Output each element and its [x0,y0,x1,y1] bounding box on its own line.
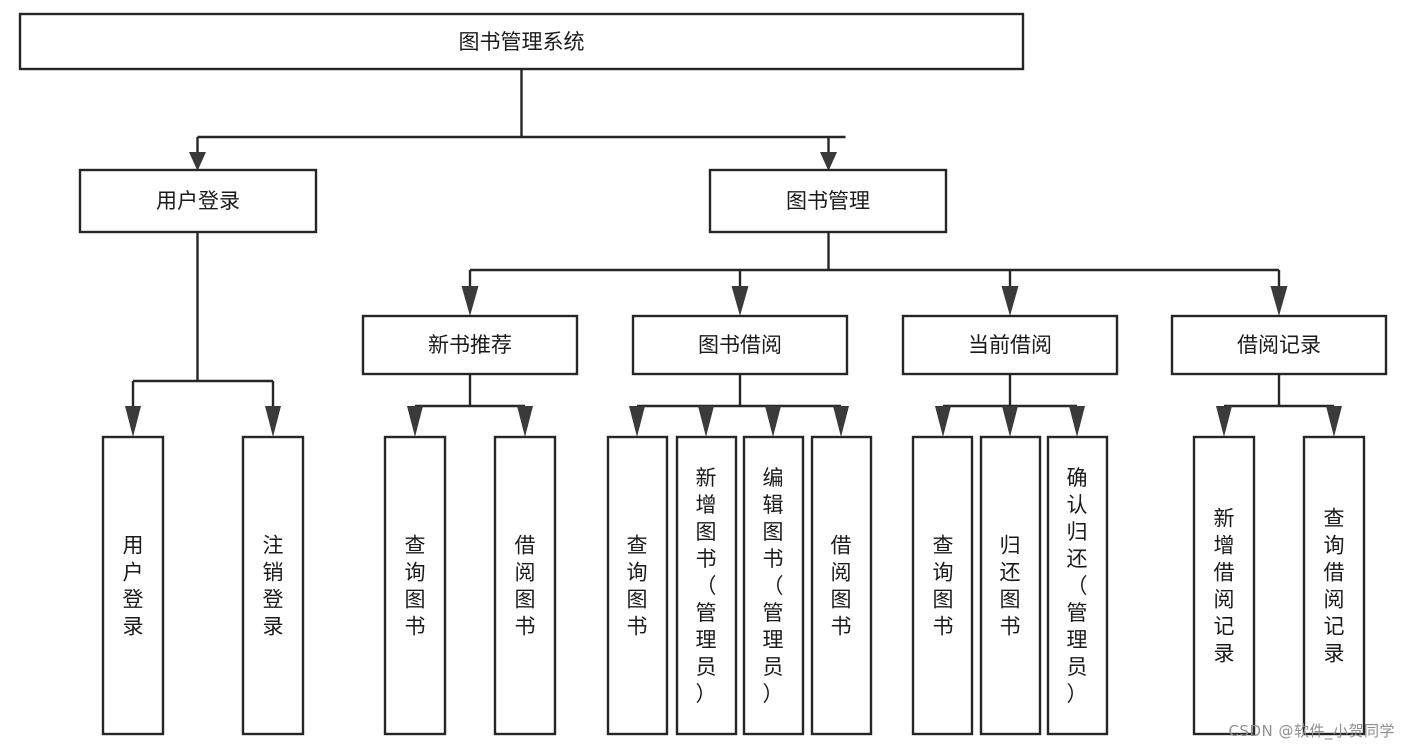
leaf-new-book-1[interactable]: 查询图书 [383,435,447,736]
leaf-book-borrow-4-label: 借阅图书 [831,534,852,639]
node-book-manage[interactable]: 图书管理 [708,168,948,234]
node-root[interactable]: 图书管理系统 [18,12,1025,71]
arrow-head-bookborrow-leaf3 [765,406,781,437]
leaf-borrow-record-1[interactable]: 新增借阅记录 [1192,435,1256,736]
arrow-head-newbook [461,286,479,316]
node-new-book-recommend-label: 新书推荐 [428,333,512,357]
leaf-book-borrow-2-label: 新增图书（管理员） [696,466,717,706]
node-user-login-label: 用户登录 [156,189,240,213]
arrow-head-bookborrow-leaf4 [833,406,849,437]
leaf-current-borrow-1-box[interactable] [911,435,974,736]
arrow-head-bookborrow [731,286,749,316]
leaf-current-borrow-3[interactable]: 确认归还（管理员） [1046,435,1109,736]
arrow-head-newbook-leaf1 [407,406,423,437]
arrow-head-currentborrow-leaf3 [1069,406,1085,437]
arrow-head-borrowrecord-leaf2 [1326,406,1342,437]
leaf-current-borrow-2-label: 归还图书 [1000,534,1021,639]
csdn-watermark: CSDN @软件_小贺同学 [1228,722,1395,740]
arrow-head-userlogin-leaf1 [125,406,141,437]
arrow-head-userlogin-leaf2 [265,406,281,437]
leaf-new-book-1-box[interactable] [383,435,447,736]
leaf-user-login-1-label: 用户登录 [123,534,144,639]
leaf-borrow-record-2[interactable]: 查询借阅记录 [1302,435,1366,736]
arrow-head-book-manage [820,152,837,171]
node-book-borrow-box[interactable] [631,314,849,376]
arrow-head-bookborrow-leaf2 [698,406,714,437]
leaf-current-borrow-1-label: 查询图书 [933,534,954,639]
connector-layer [125,69,1342,437]
leaf-new-book-2[interactable]: 借阅图书 [493,435,557,736]
arrow-head-currentborrow [1001,286,1019,316]
leaf-new-book-1-label: 查询图书 [405,534,426,639]
leaf-borrow-record-2-box[interactable] [1302,435,1366,736]
node-current-borrow-label: 当前借阅 [968,333,1052,357]
node-book-borrow-label: 图书借阅 [698,333,782,357]
node-root-label: 图书管理系统 [459,30,585,54]
leaf-book-borrow-2[interactable]: 新增图书（管理员） [675,435,738,736]
arrow-head-currentborrow-leaf1 [935,406,951,437]
node-user-login-box[interactable] [78,168,318,234]
arrow-head-user-login [189,152,206,171]
arrow-head-newbook-leaf2 [517,406,533,437]
leaf-current-borrow-3-box[interactable] [1046,435,1109,736]
leaf-new-book-2-box[interactable] [493,435,557,736]
leaf-book-borrow-3[interactable]: 编辑图书（管理员） [742,435,805,736]
leaf-borrow-record-1-box[interactable] [1192,435,1256,736]
leaf-current-borrow-2-box[interactable] [979,435,1042,736]
arrow-head-borrowrecord [1270,286,1288,316]
leaf-user-login-1-box[interactable] [101,435,165,736]
node-new-book-recommend-box[interactable] [361,314,579,376]
leaf-book-borrow-1-label: 查询图书 [627,534,648,639]
leaf-book-borrow-4-box[interactable] [810,435,873,736]
arrow-head-borrowrecord-leaf1 [1216,406,1232,437]
arrow-head-bookborrow-leaf1 [629,406,645,437]
leaf-book-borrow-1[interactable]: 查询图书 [606,435,669,736]
leaf-current-borrow-2[interactable]: 归还图书 [979,435,1042,736]
node-book-borrow[interactable]: 图书借阅 [631,314,849,376]
leaf-user-login-2-box[interactable] [241,435,305,736]
leaf-user-login-1[interactable]: 用户登录 [101,435,165,736]
node-current-borrow[interactable]: 当前借阅 [901,314,1119,376]
node-borrow-record[interactable]: 借阅记录 [1170,314,1388,376]
node-current-borrow-box[interactable] [901,314,1119,376]
leaf-borrow-record-1-label: 新增借阅记录 [1214,507,1235,666]
leaf-book-borrow-3-box[interactable] [742,435,805,736]
leaf-new-book-2-label: 借阅图书 [515,534,536,639]
leaf-book-borrow-4[interactable]: 借阅图书 [810,435,873,736]
node-borrow-record-label: 借阅记录 [1237,333,1321,357]
leaf-borrow-record-2-label: 查询借阅记录 [1324,507,1345,666]
leaf-user-login-2-label: 注销登录 [263,534,284,639]
node-book-manage-box[interactable] [708,168,948,234]
node-root-box[interactable] [18,12,1025,71]
leaf-book-borrow-1-box[interactable] [606,435,669,736]
leaf-user-login-2[interactable]: 注销登录 [241,435,305,736]
leaf-book-borrow-3-label: 编辑图书（管理员） [763,466,784,706]
leaf-book-borrow-2-box[interactable] [675,435,738,736]
leaf-current-borrow-1[interactable]: 查询图书 [911,435,974,736]
node-user-login[interactable]: 用户登录 [78,168,318,234]
node-book-manage-label: 图书管理 [786,189,870,213]
node-borrow-record-box[interactable] [1170,314,1388,376]
node-new-book-recommend[interactable]: 新书推荐 [361,314,579,376]
arrow-head-currentborrow-leaf2 [1002,406,1018,437]
leaf-current-borrow-3-label: 确认归还（管理员） [1067,466,1088,706]
